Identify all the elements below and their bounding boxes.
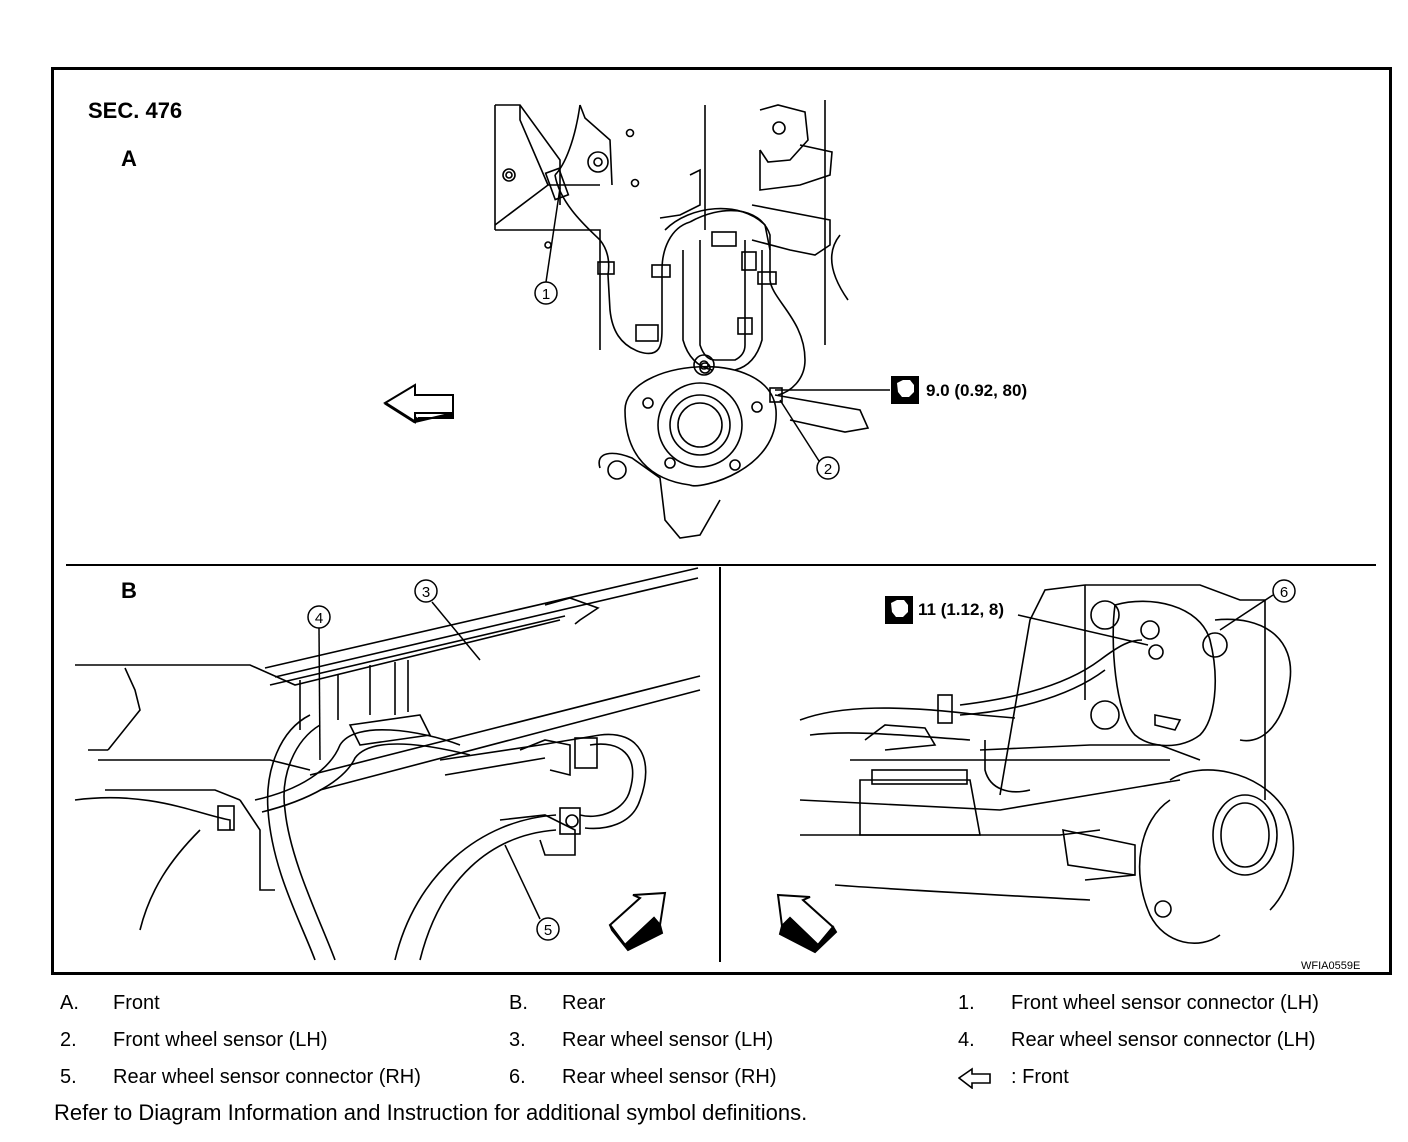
figure-code: WFIA0559E bbox=[1301, 960, 1361, 972]
callout-2-number: 2 bbox=[824, 461, 832, 478]
torque-wrench-icon bbox=[891, 376, 919, 404]
callout-5-number: 5 bbox=[544, 922, 552, 939]
arrow-front-icon bbox=[958, 1067, 991, 1089]
legend-key: 5. bbox=[60, 1066, 77, 1088]
view-a-label: A bbox=[121, 146, 137, 171]
legend-key: 6. bbox=[509, 1066, 526, 1088]
legend-key: 2. bbox=[60, 1029, 77, 1051]
legend-key: A. bbox=[60, 992, 79, 1014]
torque-rear-value: 11 (1.12, 8) bbox=[918, 600, 1004, 619]
legend-key: 3. bbox=[509, 1029, 526, 1051]
legend-text: Rear bbox=[562, 992, 606, 1014]
section-label: SEC. 476 bbox=[88, 98, 182, 123]
callout-5 bbox=[536, 917, 560, 941]
torque-front-value: 9.0 (0.92, 80) bbox=[926, 381, 1027, 400]
view-b-label: B bbox=[121, 578, 137, 603]
legend-text: Rear wheel sensor connector (LH) bbox=[1011, 1029, 1316, 1051]
callout-1 bbox=[534, 281, 558, 305]
front-direction-arrow-icon bbox=[383, 383, 454, 424]
rear-rh-drawing bbox=[799, 584, 1295, 944]
torque-wrench-rear-icon bbox=[885, 596, 913, 624]
legend-text: Front wheel sensor connector (LH) bbox=[1011, 992, 1319, 1014]
rear-lh-drawing bbox=[74, 567, 701, 961]
callout-3 bbox=[414, 579, 438, 603]
footer-note: Refer to Diagram Information and Instruc… bbox=[54, 1100, 808, 1125]
callout-1-number: 1 bbox=[542, 286, 550, 303]
legend-text: Rear wheel sensor (RH) bbox=[562, 1066, 777, 1088]
legend-text: Rear wheel sensor (LH) bbox=[562, 1029, 774, 1051]
legend-text: Rear wheel sensor connector (RH) bbox=[113, 1066, 421, 1088]
legend-text: Front bbox=[113, 992, 160, 1014]
legend-key: 4. bbox=[958, 1029, 975, 1051]
callout-3-number: 3 bbox=[422, 584, 430, 601]
wheel-sensor-diagram: SEC. 476 A B bbox=[66, 98, 1376, 962]
front-direction-arrow-b-right-icon bbox=[776, 893, 838, 954]
callout-4 bbox=[307, 605, 331, 629]
legend: A. Front B. Rear 1. Front wheel sensor c… bbox=[0, 985, 1408, 1095]
legend-key: 1. bbox=[958, 992, 975, 1014]
callout-4-number: 4 bbox=[315, 610, 323, 627]
callout-6-number: 6 bbox=[1280, 584, 1288, 601]
diagram-frame bbox=[51, 67, 1392, 975]
front-direction-arrow-b-left-icon bbox=[608, 891, 667, 952]
front-knuckle-drawing bbox=[494, 100, 870, 539]
legend-text: Front wheel sensor (LH) bbox=[113, 1029, 328, 1051]
legend-text: : Front bbox=[1011, 1066, 1069, 1088]
callout-6 bbox=[1272, 579, 1296, 603]
callout-2 bbox=[816, 456, 840, 480]
legend-key: B. bbox=[509, 992, 528, 1014]
